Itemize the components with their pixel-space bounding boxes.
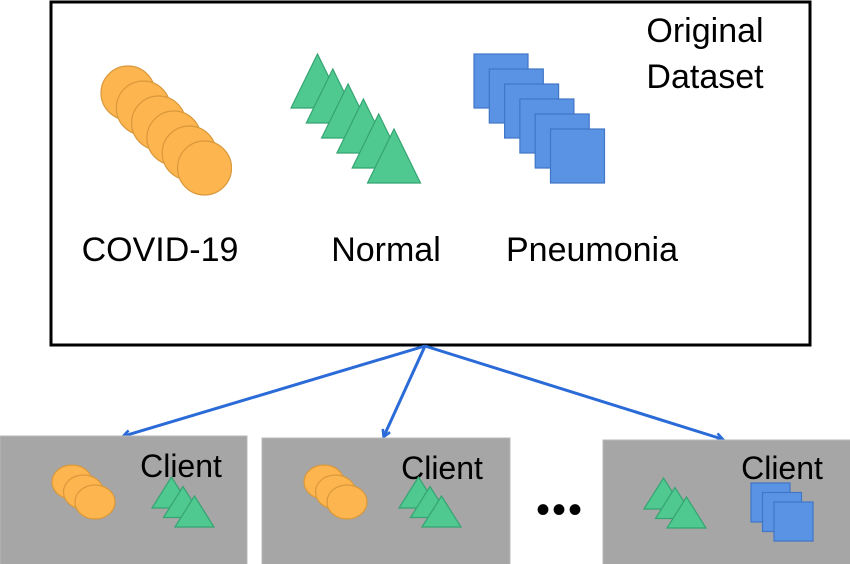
covid-circle-icon — [326, 484, 368, 520]
distribution-arrow-client-2 — [384, 345, 427, 436]
pneumonia-square-icon — [549, 128, 606, 184]
normal-triangle-stack — [290, 52, 422, 184]
dataset-title-line1: Original — [646, 12, 763, 50]
original-dataset-box — [49, 0, 812, 347]
normal-triangle-icon — [665, 495, 708, 529]
class-label-normal: Normal — [331, 231, 441, 269]
ellipsis-more-clients: ••• — [536, 488, 584, 532]
pneumonia-square-stack — [473, 53, 606, 184]
normal-triangle-icon — [366, 127, 422, 184]
client-box-2: Client — [261, 437, 511, 564]
client-box-1: Client — [0, 435, 248, 564]
covid-19-circle-stack — [100, 65, 233, 196]
client-label: Client — [401, 450, 483, 486]
client-box-n: Client — [602, 439, 850, 564]
class-label-pneumonia: Pneumonia — [506, 231, 678, 269]
covid-circle-icon — [74, 484, 116, 520]
client-label: Client — [741, 450, 823, 486]
dataset-title-line2: Dataset — [646, 58, 764, 96]
distribution-arrow-client-n — [424, 344, 722, 439]
client-label: Client — [140, 448, 222, 484]
covid-circle-icon — [176, 140, 233, 196]
normal-triangle-icon — [420, 494, 463, 528]
distribution-arrow-client-1 — [124, 344, 426, 436]
normal-triangle-icon — [173, 494, 216, 528]
pneumonia-square-icon — [773, 501, 814, 542]
class-label-covid-19: COVID-19 — [82, 231, 239, 269]
